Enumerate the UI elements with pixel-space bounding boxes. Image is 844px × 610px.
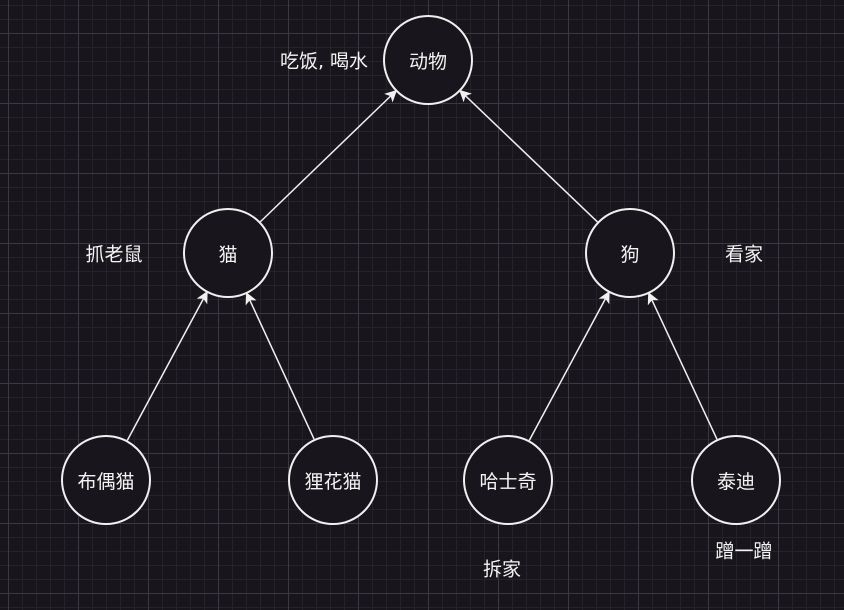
label-dog-behaviour[interactable]: 看家: [724, 243, 764, 266]
node-label: 狗: [620, 243, 640, 266]
label-cat-behaviour[interactable]: 抓老鼠: [85, 243, 143, 266]
node-label: 狸花猫: [304, 470, 362, 493]
node-teddy[interactable]: 泰迪: [691, 435, 781, 525]
edge-ragdoll-to-cat[interactable]: [126, 290, 208, 441]
node-dog[interactable]: 狗: [585, 208, 675, 298]
node-cat[interactable]: 猫: [183, 208, 273, 298]
label-animal-behaviour[interactable]: 吃饭, 喝水: [279, 50, 369, 73]
node-husky[interactable]: 哈士奇: [463, 435, 553, 525]
node-animal[interactable]: 动物: [383, 15, 473, 105]
node-tabby[interactable]: 狸花猫: [288, 435, 378, 525]
node-label: 猫: [218, 243, 238, 266]
node-label: 泰迪: [716, 470, 755, 493]
edge-cat-to-animal[interactable]: [259, 89, 398, 223]
edge-dog-to-animal[interactable]: [459, 89, 598, 223]
label-teddy-behaviour[interactable]: 蹭一蹭: [715, 540, 773, 563]
node-label: 哈士奇: [479, 470, 537, 493]
node-ragdoll[interactable]: 布偶猫: [61, 435, 151, 525]
edge-tabby-to-cat[interactable]: [245, 292, 315, 440]
node-label: 布偶猫: [77, 470, 135, 493]
edge-teddy-to-dog[interactable]: [647, 291, 718, 440]
label-husky-behaviour[interactable]: 拆家: [482, 558, 522, 581]
edge-husky-to-dog[interactable]: [528, 290, 610, 441]
node-label: 动物: [408, 50, 447, 73]
